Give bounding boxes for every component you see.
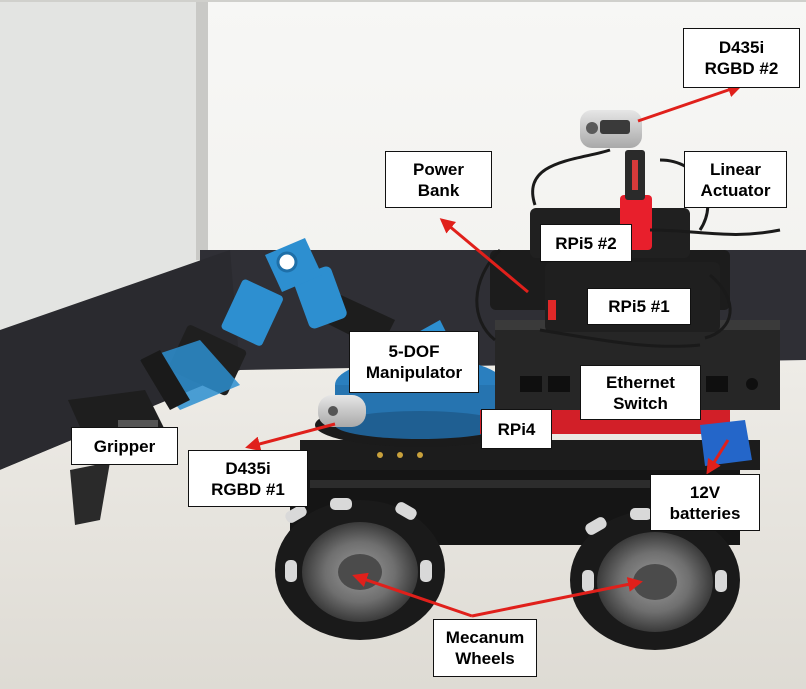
top-depth-camera [580,110,642,148]
robot-arm [140,238,460,410]
label-mecanum-wheels: Mecanum Wheels [433,619,537,677]
label-rpi5-2: RPi5 #2 [540,224,632,262]
label-linear-actuator: Linear Actuator [684,151,787,208]
label-12v-batteries: 12V batteries [650,474,760,531]
label-d435i-rgbd-2: D435i RGBD #2 [683,28,800,88]
label-power-bank: Power Bank [385,151,492,208]
label-gripper: Gripper [71,427,178,465]
label-ethernet-switch: Ethernet Switch [580,365,701,420]
front-depth-camera [318,395,366,427]
label-5-dof-manipulator: 5-DOF Manipulator [349,331,479,393]
label-rpi4: RPi4 [481,409,552,449]
label-rpi5-1: RPi5 #1 [587,288,691,325]
label-d435i-rgbd-1: D435i RGBD #1 [188,450,308,507]
